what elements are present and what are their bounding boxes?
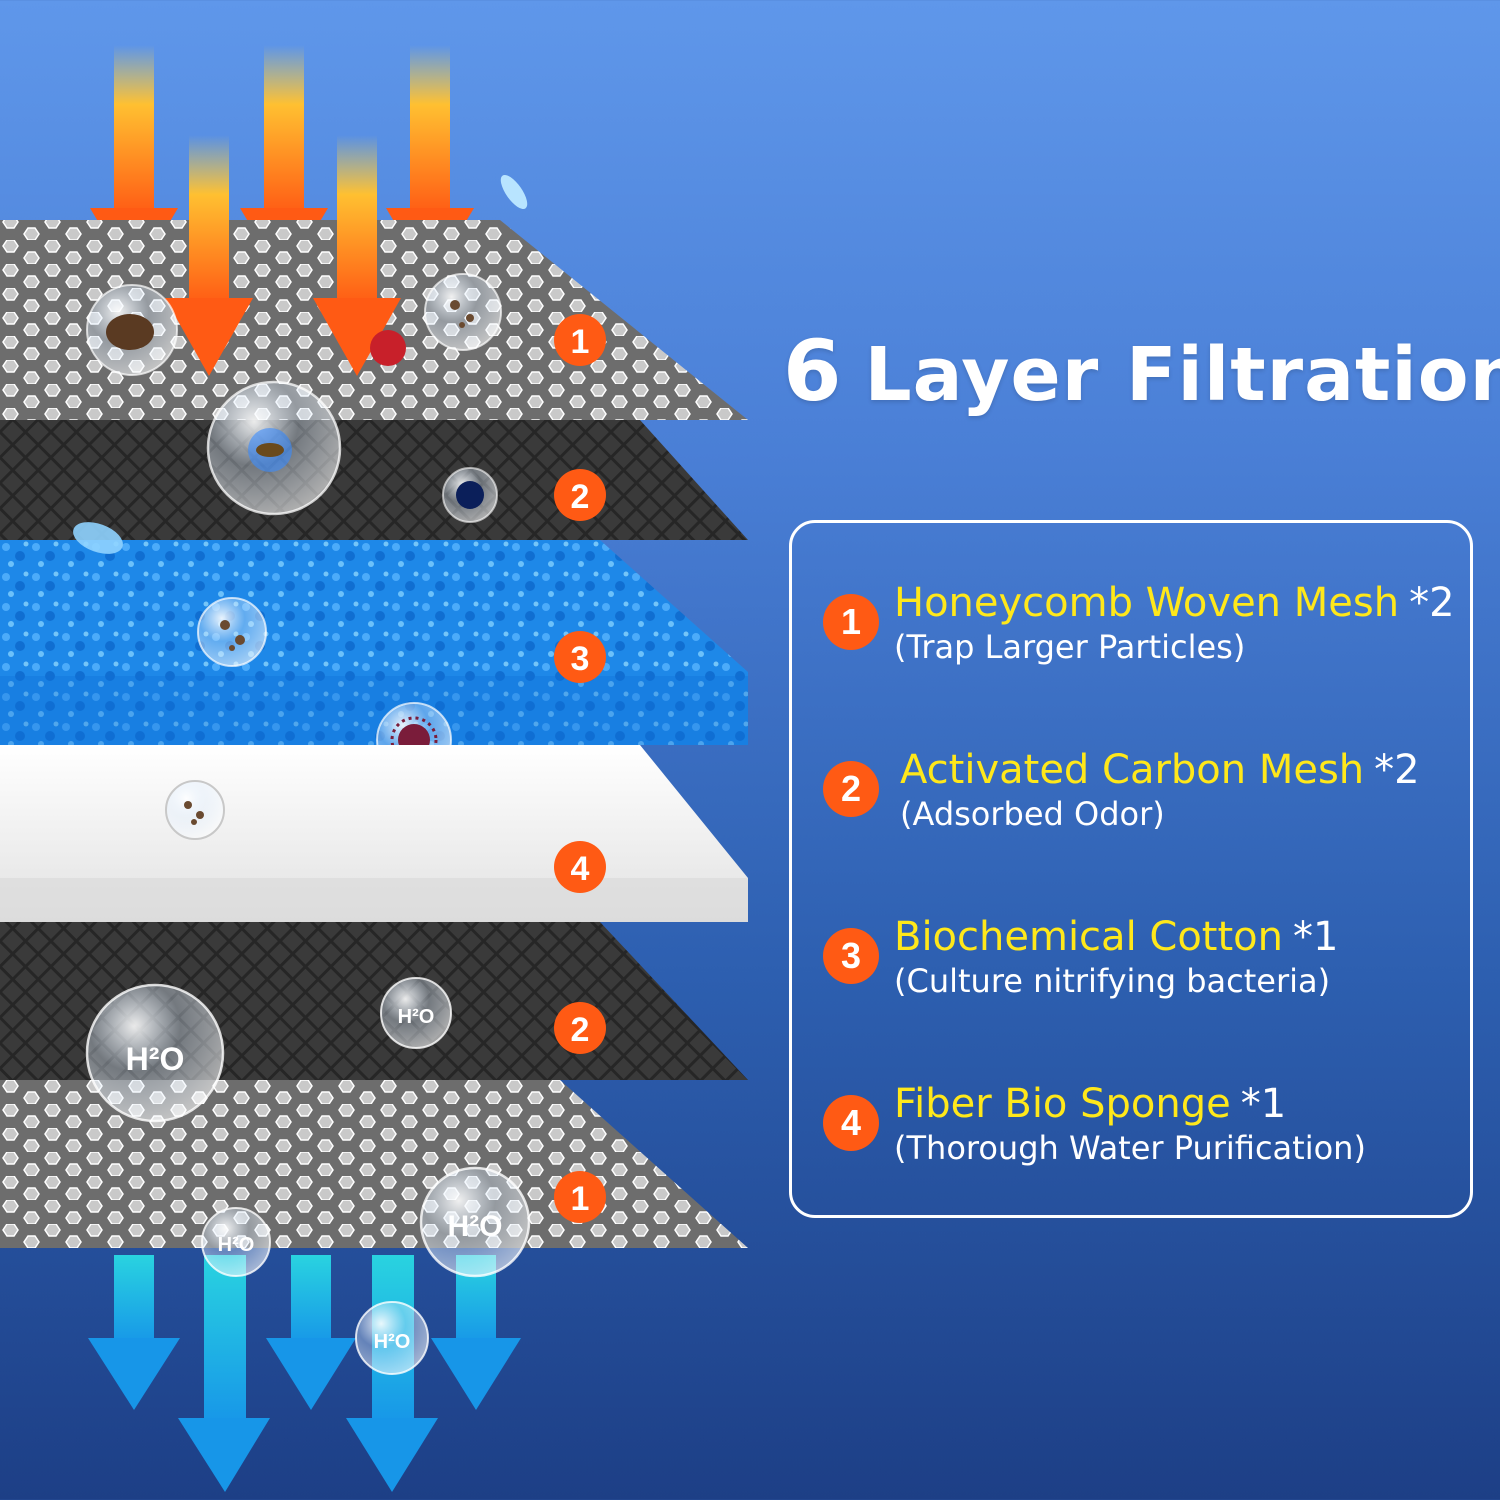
layer-badge: 4: [554, 841, 606, 893]
legend-item: 3 Biochemical Cotton*1 (Culture nitrifyi…: [792, 914, 1472, 1014]
svg-text:2: 2: [571, 478, 590, 516]
microbe-icon: [500, 174, 528, 210]
water-bubble-icon: H²O: [85, 983, 225, 1123]
title-text: Layer Filtration: [864, 332, 1500, 418]
layer-badge: 2: [554, 469, 606, 521]
layer-legend: 1 Honeycomb Woven Mesh*2 (Trap Larger Pa…: [789, 520, 1473, 1218]
microbe-icon: [73, 522, 123, 554]
particle-bubble-icon: [165, 780, 225, 840]
incoming-arrow-icon: [313, 135, 401, 376]
legend-item: 2 Activated Carbon Mesh*2 (Adsorbed Odor…: [792, 747, 1472, 847]
layer-carbon-top: [0, 420, 748, 540]
particle-bubble-icon: [86, 284, 178, 376]
legend-name: Activated Carbon Mesh*2: [900, 747, 1420, 793]
particle-bubble-icon: [424, 273, 502, 351]
legend-desc: (Culture nitrifying bacteria): [894, 962, 1331, 1000]
legend-qty: *1: [1292, 914, 1339, 960]
outgoing-arrow-icon: [88, 1255, 180, 1410]
outgoing-arrow-icon: [431, 1255, 521, 1410]
water-bubble-icon: H²O: [380, 977, 452, 1049]
layer-badge: 1: [554, 314, 606, 366]
outgoing-arrow-icon: [178, 1255, 270, 1492]
svg-text:4: 4: [571, 850, 590, 888]
outgoing-arrows: [88, 1255, 521, 1492]
incoming-arrows-front: [165, 135, 401, 376]
svg-text:1: 1: [571, 323, 590, 361]
legend-desc: (Adsorbed Odor): [900, 795, 1165, 833]
legend-name: Biochemical Cotton*1: [894, 914, 1339, 960]
legend-name: Fiber Bio Sponge*1: [894, 1081, 1287, 1127]
legend-badge: 2: [823, 761, 879, 817]
legend-item: 1 Honeycomb Woven Mesh*2 (Trap Larger Pa…: [792, 580, 1472, 680]
water-label: H²O: [218, 1234, 255, 1256]
legend-badge: 3: [823, 928, 879, 984]
water-bubble-icon: H²O: [201, 1207, 271, 1277]
water-label: H²O: [126, 1041, 185, 1077]
outgoing-arrow-icon: [266, 1255, 356, 1410]
svg-text:3: 3: [571, 640, 590, 678]
legend-badge: 4: [823, 1095, 879, 1151]
layer-badge: 2: [554, 1002, 606, 1054]
water-label: H²O: [448, 1210, 503, 1243]
bacteria-icon: [370, 330, 406, 366]
svg-text:2: 2: [571, 1011, 590, 1049]
particle-bubble-icon: [206, 380, 342, 516]
svg-text:1: 1: [571, 1180, 590, 1218]
legend-desc: (Trap Larger Particles): [894, 628, 1246, 666]
layer-biochemical-cotton: [0, 540, 748, 745]
water-bubble-icon: H²O: [355, 1301, 429, 1375]
water-label: H²O: [398, 1006, 435, 1028]
legend-qty: *1: [1240, 1081, 1287, 1127]
legend-desc: (Thorough Water Purification): [894, 1129, 1366, 1167]
layer-badge: 1: [554, 1171, 606, 1223]
title-number: 6: [783, 322, 843, 420]
legend-badge: 1: [823, 594, 879, 650]
water-bubble-icon: H²O: [419, 1166, 531, 1278]
particle-bubble-icon: [442, 467, 498, 523]
incoming-arrow-icon: [165, 135, 253, 376]
legend-qty: *2: [1409, 580, 1455, 626]
legend-name: Honeycomb Woven Mesh*2: [894, 580, 1455, 626]
water-label: H²O: [374, 1331, 411, 1353]
particle-bubble-icon: [197, 597, 267, 667]
legend-qty: *2: [1374, 747, 1420, 793]
layer-fiber-bio-sponge: [0, 745, 748, 922]
legend-item: 4 Fiber Bio Sponge*1 (Thorough Water Pur…: [792, 1081, 1472, 1181]
layer-badge: 3: [554, 631, 606, 683]
